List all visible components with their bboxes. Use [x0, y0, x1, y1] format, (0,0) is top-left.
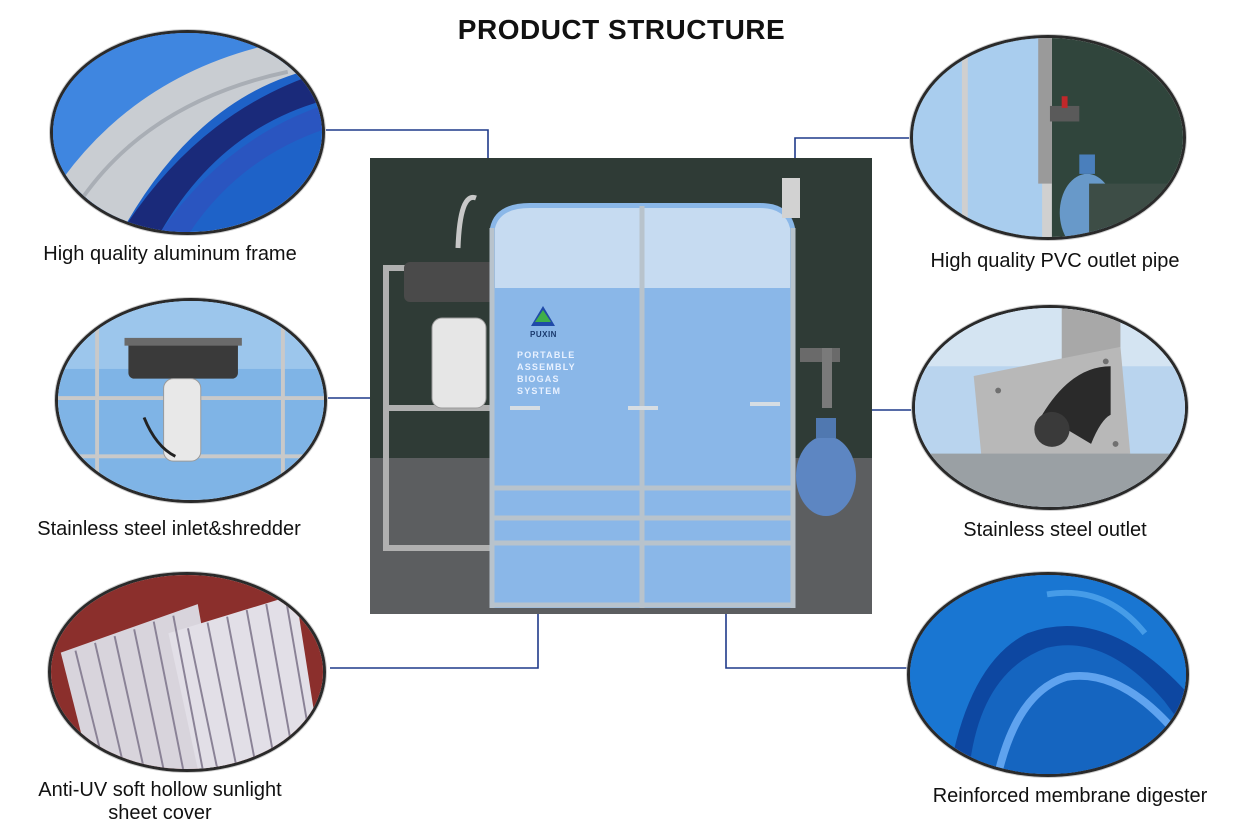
pvc-outlet-label: High quality PVC outlet pipe	[930, 250, 1180, 272]
sunlight-sheet-label-line1: Anti-UV soft hollow sunlight	[38, 779, 282, 801]
product-name-line4: SYSTEM	[517, 386, 562, 396]
sunlight-sheet-label-line2: sheet cover	[108, 802, 212, 824]
membrane-digester-image	[907, 572, 1189, 777]
product-photo: PUXIN PORTABLE ASSEMBLY BIOGAS SYSTEM	[370, 158, 872, 614]
product-name-line3: BIOGAS	[517, 374, 560, 384]
membrane-digester-label: Reinforced membrane digester	[932, 785, 1208, 807]
product-name-line2: ASSEMBLY	[517, 362, 576, 372]
page-title: PRODUCT STRUCTURE	[457, 14, 786, 45]
steel-outlet-image	[912, 305, 1188, 510]
pvc-outlet-image	[910, 35, 1186, 240]
aluminum-frame-label: High quality aluminum frame	[43, 243, 297, 265]
steel-outlet-label: Stainless steel outlet	[963, 519, 1147, 541]
aluminum-frame-image	[50, 30, 325, 235]
product-name-line1: PORTABLE	[517, 350, 576, 360]
sunlight-sheet-image	[48, 572, 326, 772]
inlet-shredder-image	[55, 298, 327, 503]
product-logo-text: PUXIN	[530, 330, 557, 339]
inlet-shredder-label: Stainless steel inlet&shredder	[37, 518, 301, 540]
